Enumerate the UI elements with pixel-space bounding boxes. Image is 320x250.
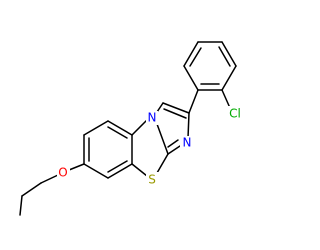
bond-c5-c6-inner xyxy=(163,108,187,119)
bond-ph-6 xyxy=(183,65,199,91)
bond-c-cl xyxy=(221,89,231,109)
sulfur: S xyxy=(146,172,159,187)
bond-c3a-n xyxy=(131,119,148,136)
molecule-structure: N N S Cl O xyxy=(19,41,245,216)
atom-label-n1: N xyxy=(148,111,157,125)
atom-label-o: O xyxy=(58,166,67,180)
bond-c6-aryl xyxy=(188,89,199,114)
bond-benz-6 xyxy=(83,163,109,179)
bond-c5-c6 xyxy=(162,102,190,114)
bond-ph-5 xyxy=(183,41,199,67)
bond-ethyl-terminal xyxy=(19,195,23,216)
atom-label-s: S xyxy=(148,173,156,187)
bond-n-c2-imid xyxy=(167,145,181,155)
bond-n-c2 xyxy=(156,123,169,155)
bond-benz-3 xyxy=(107,120,133,136)
bond-s-c2 xyxy=(156,153,169,174)
bond-o-aryl xyxy=(68,163,85,171)
atom-labels: N N S Cl O xyxy=(57,106,245,187)
bond-ph-3-inner xyxy=(218,46,231,67)
bonds xyxy=(19,41,237,216)
bond-ph-5-inner xyxy=(189,47,202,67)
bond-c7a-s xyxy=(131,163,148,177)
bond-ethyl-ch2 xyxy=(21,182,42,197)
bond-n-c5 xyxy=(156,102,164,113)
bond-benz-2 xyxy=(83,120,109,136)
chlorine: Cl xyxy=(225,106,245,121)
bond-ch2-o xyxy=(40,174,59,184)
bond-ph-2 xyxy=(221,65,237,91)
nitrogen-imidazole: N xyxy=(180,136,194,150)
bond-n-c2-imid-inner xyxy=(167,139,179,148)
bond-ph-3 xyxy=(221,41,237,67)
bond-c6-n xyxy=(187,112,190,139)
atom-label-n2: N xyxy=(183,136,192,150)
bond-benz-5 xyxy=(107,163,133,179)
nitrogen-bridgehead: N xyxy=(146,111,158,125)
bond-benz-5-inner xyxy=(107,160,128,173)
atom-label-cl: Cl xyxy=(229,107,241,121)
oxygen: O xyxy=(57,165,70,180)
bond-benz-3-inner xyxy=(107,126,128,139)
